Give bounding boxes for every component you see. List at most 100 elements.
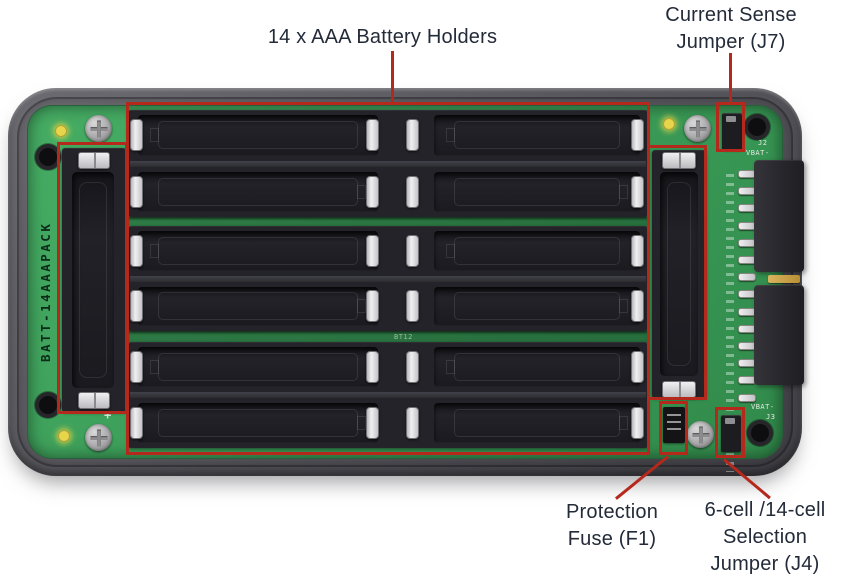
label-protection-fuse: Protection Fuse (F1) [537,499,687,553]
spring-contact [130,290,143,323]
spring-contact [406,175,419,208]
battery-holder-row [128,167,648,218]
label-cell-selection-jumper: 6-cell /14-cell Selection Jumper (J4) [672,497,850,578]
spring-contact [366,234,379,267]
battery-pack-photo: BATT-14AAAPACK BT12 [8,88,804,476]
mounting-hole [39,148,57,166]
holder-emboss [454,121,620,150]
battery-holder-cell [434,403,640,443]
spring-contact [366,119,379,152]
holder-emboss [454,353,620,381]
spring-contact [78,392,110,409]
battery-holder-cell [138,231,378,271]
header-pin [738,393,756,402]
highlight-box-right-holder [647,145,707,400]
highlight-box-f1 [659,401,688,455]
label-current-sense-jumper: Current Sense Jumper (J7) [638,2,824,56]
battery-holder-cell [434,115,640,156]
battery-holder-cell [138,115,378,156]
label-cell-selection-line1: 6-cell /14-cell [704,499,826,521]
battery-holder-cell [138,347,378,387]
holder-divider [130,160,646,167]
holder-emboss [454,236,620,265]
protection-fuse-f1 [663,407,685,443]
holder-emboss [454,409,620,437]
battery-holder-row [128,398,648,448]
battery-holder-cell [434,231,640,271]
holder-recess [72,172,114,388]
spring-contact [130,351,143,383]
spring-contact [130,234,143,267]
battery-holder-cell [138,286,378,326]
label-protection-fuse-line1: Protection [565,501,659,523]
spring-contact [366,175,379,208]
spring-contact [662,152,696,169]
mounting-hole [751,424,769,442]
silkscreen-vbat-bottom: VBAT- [751,403,775,411]
led-indicator [663,118,675,130]
battery-holder-row [128,110,648,161]
label-protection-fuse-line2: Fuse (F1) [567,528,657,550]
battery-holder-cell [434,347,640,387]
holder-emboss [158,121,358,150]
callout-line-current-sense [729,53,732,103]
battery-holder-cell [434,171,640,212]
screw [85,115,112,142]
pack-connector-upper [754,160,804,272]
spring-contact [130,407,143,439]
selection-jumper-j4 [721,415,741,452]
silkscreen-vbat-top: VBAT- [746,149,770,157]
led-indicator [55,125,67,137]
label-current-sense-line1: Current Sense [665,4,797,26]
screw [684,115,711,142]
battery-holder-cell [434,286,640,326]
highlight-box-j7 [716,102,745,152]
label-cell-selection-line2: Selection [722,526,808,548]
battery-holder-cell [138,171,378,212]
battery-holder-row [128,226,648,276]
mounting-hole [748,118,766,136]
battery-holder-vertical-right [652,150,706,398]
header-pin-row [8,88,802,476]
spring-contact [406,351,419,383]
pcb-strip [128,217,648,226]
holder-divider [130,275,646,282]
battery-holder-row [128,342,648,392]
spring-contact [631,290,644,323]
battery-holder-row [128,282,648,332]
battery-holder-group [128,342,648,448]
pack-connector-pin [768,275,800,283]
battery-holder-group [128,226,648,331]
mounting-hole [39,396,57,414]
spring-contact [366,351,379,383]
spring-contact [78,152,110,169]
spring-contact [631,119,644,152]
label-current-sense-line2: Jumper (J7) [676,31,786,53]
spring-contact [406,234,419,267]
spring-contact [631,407,644,439]
highlight-box-left-holder [57,142,128,414]
holder-emboss [454,177,620,206]
holder-emboss [79,182,107,378]
spring-contact [406,290,419,323]
battery-holder-cell [138,403,378,443]
spring-contact [631,351,644,383]
battery-holder-array [8,88,802,476]
spring-contact [406,119,419,152]
spring-contact [631,234,644,267]
silkscreen-bt12: BT12 [394,333,413,341]
spring-contact [130,119,143,152]
led-indicator [58,430,70,442]
holder-emboss [158,409,358,437]
pcb-strip [128,331,648,342]
label-battery-holders: 14 x AAA Battery Holders [267,26,498,48]
holder-recess [660,172,698,376]
holder-divider [130,392,646,398]
screw [85,424,112,451]
spring-contact [366,290,379,323]
highlight-box-battery-holders [126,102,650,455]
spring-contact [366,407,379,439]
screw [687,421,714,448]
header-pin [738,273,756,282]
